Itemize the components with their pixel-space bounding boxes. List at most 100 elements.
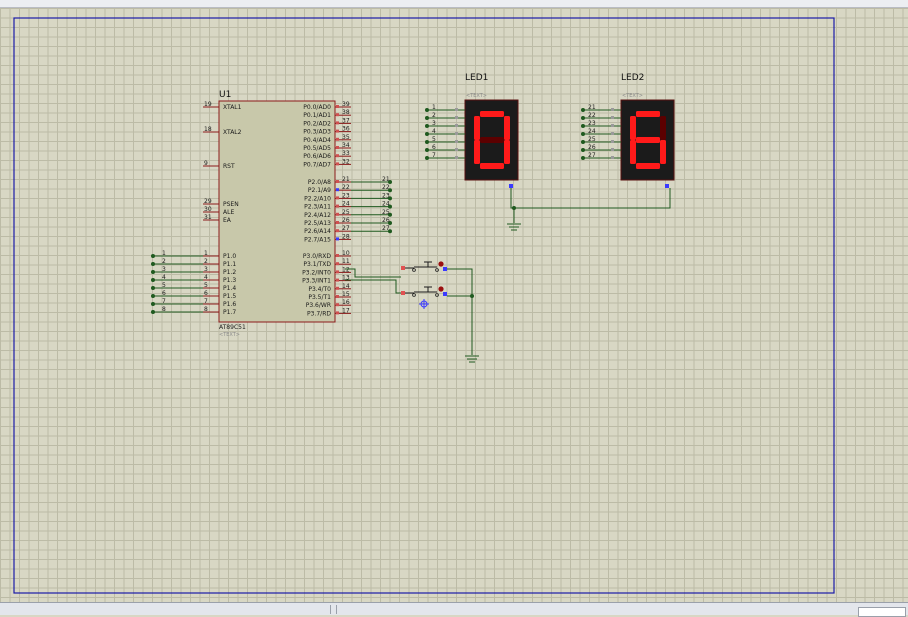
p1-net-label: 5 (162, 282, 166, 289)
mcu-pin-number: 33 (342, 150, 350, 157)
p1-net-label: 4 (162, 274, 166, 281)
mcu-pin-name: XTAL2 (223, 129, 242, 136)
p1-net-label: 1 (162, 250, 166, 257)
button-int0[interactable] (401, 261, 447, 272)
status-field[interactable] (858, 607, 906, 617)
p1-net-label: 7 (162, 298, 166, 305)
mcu-pin-name: P0.3/AD3 (303, 129, 331, 136)
mcu-pin-number: 6 (204, 290, 208, 297)
mcu-pin-name: P3.4/T0 (308, 286, 331, 293)
segment-d (480, 163, 504, 169)
button-int1[interactable] (401, 286, 447, 309)
display-pin-label: 22 (588, 112, 596, 119)
mcu-right-pins: 39P0.0/AD038P0.1/AD137P0.2/AD236P0.3/AD3… (302, 101, 351, 317)
p1-net-label: 3 (162, 266, 166, 273)
mcu-pin-number: 38 (342, 109, 350, 116)
p2-net-label: 26 (382, 217, 390, 224)
mcu-pin-name: PSEN (223, 201, 239, 208)
mcu-pin-marker (336, 188, 339, 192)
display-pin-terminal (425, 140, 429, 144)
mcu-pin-name: P1.2 (223, 269, 236, 276)
mcu-pin-name: ALE (223, 209, 234, 216)
display-pin-marker (611, 148, 614, 151)
mcu-pin-name: P2.4/A12 (304, 212, 331, 219)
mcu-pin-name: P1.0 (223, 253, 236, 260)
p1-wire-terminal (151, 302, 155, 306)
led1-common-pin (509, 184, 513, 188)
p1-wire-terminal (151, 254, 155, 258)
led1-ref-label: LED1 (465, 73, 488, 83)
mcu-pin-marker (336, 180, 339, 183)
segment-c (660, 140, 666, 164)
mcu-pin-name: P2.5/A13 (304, 220, 331, 227)
p1-wire-terminal (151, 294, 155, 298)
p2-net-label: 27 (382, 225, 390, 232)
mcu-pin-number: 24 (342, 201, 350, 208)
p1-wire-terminal (151, 262, 155, 266)
mcu-pin-marker (336, 229, 339, 233)
display-pin-label: 6 (432, 144, 436, 151)
mcu-pin-marker (336, 196, 339, 200)
segment-a (636, 111, 660, 117)
mcu-pin-name: P3.2/INT0 (302, 269, 331, 276)
p2-wire-terminal (388, 212, 392, 217)
p1-wire-terminal (151, 286, 155, 290)
mcu-pin-marker (336, 137, 339, 141)
display-pin-marker (611, 116, 614, 119)
mcu-pin-number: 35 (342, 134, 350, 141)
mcu-pin-name: P0.1/AD1 (303, 112, 331, 119)
mcu-pin-number: 18 (204, 126, 212, 133)
mcu-pin-name: P2.0/A8 (308, 179, 331, 186)
display-pin-label: 3 (432, 120, 436, 127)
led2-segments (630, 111, 666, 169)
segment-e (474, 140, 480, 164)
mcu-pin-marker (336, 262, 339, 266)
display-pin-label: 25 (588, 136, 596, 143)
mcu-pin-name: P2.7/A15 (304, 236, 331, 243)
led2-ref-label: LED2 (621, 73, 644, 83)
display-pin-label: 24 (588, 128, 596, 135)
mcu-pin-name: P1.4 (223, 285, 236, 292)
display-pin-label: 27 (588, 152, 596, 159)
display-pin-marker (455, 132, 458, 135)
mcu-text-placeholder: <TEXT> (219, 332, 240, 338)
mcu-body[interactable] (218, 100, 336, 323)
display-pin-terminal (581, 156, 585, 160)
display-pin-label: 26 (588, 144, 596, 151)
status-bar (0, 602, 908, 617)
mcu-pin-number: 4 (204, 274, 208, 281)
p1-net-label: 2 (162, 258, 166, 265)
mcu-pin-name: P0.4/AD4 (303, 137, 331, 144)
mcu-pin-marker (336, 270, 339, 274)
mcu-pin-number: 28 (342, 233, 350, 240)
display-pin-terminal (581, 108, 585, 112)
mcu-pin-marker (336, 162, 339, 166)
mcu-pin-number: 26 (342, 217, 350, 224)
display-pin-terminal (581, 140, 585, 144)
mcu-pin-number: 7 (204, 298, 208, 305)
sheet-border (13, 17, 835, 594)
mcu-pin-name: P3.3/INT1 (302, 278, 331, 285)
p2-net-label: 23 (382, 192, 390, 199)
mcu-pin-number: 32 (342, 158, 350, 165)
mcu-pin-number: 3 (204, 266, 208, 273)
mcu-pin-marker (336, 212, 339, 216)
display-pin-marker (455, 124, 458, 127)
mcu-ref-label: U1 (219, 90, 231, 100)
mcu-pin-number: 8 (204, 306, 208, 313)
mcu-pin-number: 37 (342, 117, 350, 124)
p1-wire-terminal (151, 278, 155, 282)
mcu-pin-number: 12 (342, 266, 350, 273)
button-wires (345, 268, 474, 355)
led1-text-placeholder: <TEXT> (466, 93, 487, 99)
led2-text-placeholder: <TEXT> (622, 93, 643, 99)
mcu-pin-number: 23 (342, 192, 350, 199)
